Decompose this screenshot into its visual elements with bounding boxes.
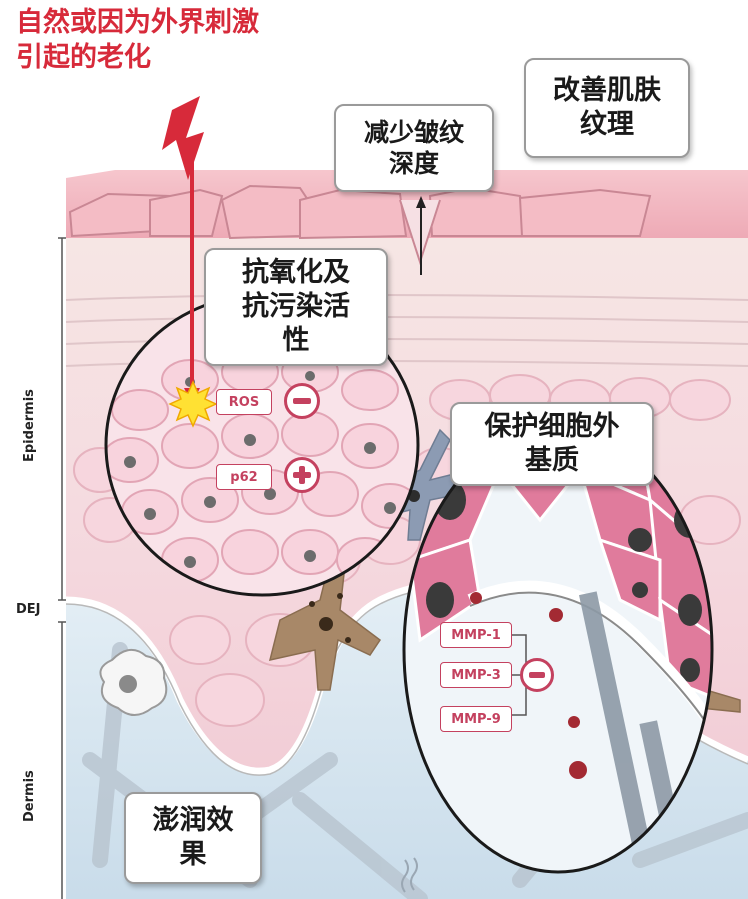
ecm-label-line-1: 保护细胞外 (484, 411, 620, 443)
mmp9-tag: MMP-9 (440, 706, 512, 732)
ros-tag: ROS (216, 389, 272, 415)
skin-texture-label: 改善肌肤 纹理 (524, 58, 690, 158)
lightning-bolt-icon (162, 96, 204, 180)
antioxidant-label-line-3: 性 (282, 324, 310, 356)
antioxidant-label: 抗氧化及 抗污染活 性 (204, 248, 388, 366)
headline-line-2: 引起的老化 (16, 41, 151, 73)
corneocyte-flakes (68, 184, 652, 240)
cell-nuclei (124, 371, 396, 568)
p62-tag: p62 (216, 464, 272, 490)
plump-label-line-2: 果 (179, 839, 207, 870)
mmp-particles (470, 592, 587, 779)
ros-burst-icon (168, 380, 218, 428)
plus-sign-icon (284, 457, 320, 493)
wrinkle-depth-label: 减少皱纹 深度 (334, 104, 494, 192)
ecm-label-line-2: 基质 (525, 445, 579, 476)
epidermis-side-label: Epidermis (22, 389, 37, 462)
mmp-minus-sign-icon (520, 658, 554, 692)
headline-line-1: 自然或因为外界刺激 (16, 7, 259, 38)
plump-label-line-1: 澎润效 (152, 805, 234, 837)
texture-label-line-1: 改善肌肤 (553, 75, 661, 107)
aging-cause-headline: 自然或因为外界刺激 引起的老化 (16, 6, 356, 75)
antioxidant-magnifier (104, 293, 420, 597)
wrinkle-label-line-2: 深度 (388, 149, 439, 178)
antioxidant-label-line-2: 抗污染活 (242, 291, 350, 323)
wrinkle-label-line-1: 减少皱纹 (363, 117, 464, 147)
dej-side-label: DEJ (16, 602, 41, 617)
dermis-side-label: Dermis (22, 770, 37, 822)
fibroblast (99, 649, 168, 716)
texture-label-line-2: 纹理 (580, 109, 634, 140)
plumping-effect-label: 澎润效 果 (124, 792, 262, 884)
layer-scale-bracket (58, 237, 66, 899)
mmp1-tag: MMP-1 (440, 622, 512, 648)
ecm-protection-label: 保护细胞外 基质 (450, 402, 654, 486)
mmp3-tag: MMP-3 (440, 662, 512, 688)
antioxidant-label-line-1: 抗氧化及 (242, 257, 350, 289)
minus-sign-icon (284, 383, 320, 419)
